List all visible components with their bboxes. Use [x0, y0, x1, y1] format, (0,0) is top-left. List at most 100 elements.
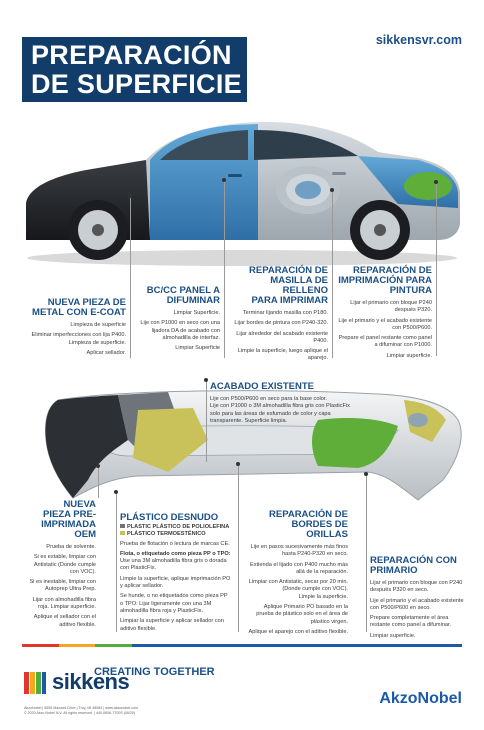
section-bccc-line-2: Lije con P1000 en seco con una lijadora … — [140, 320, 220, 341]
callout-line-oem — [98, 468, 99, 498]
section-bccc-title-2: DIFUMINAR — [166, 295, 220, 306]
website-link[interactable]: sikkensvr.com — [375, 33, 462, 47]
section-plastico-line-6: Limpiar la superficie y aplicar sellador… — [120, 618, 224, 632]
section-masilla-title-3: PARA IMPRIMAR — [251, 295, 328, 306]
section-ecoat-title-1: NUEVA PIEZA DE — [47, 297, 126, 308]
legend-swatch-grey — [120, 524, 125, 528]
section-primario-title-1: REPARACIÓN CON — [370, 555, 457, 566]
callout-line-imprimacion — [436, 184, 437, 356]
section-bccc-line-1: Limpiar Superficie. — [173, 310, 220, 316]
section-masilla-line-4: Limpie la superficie, luego aplique el a… — [237, 348, 328, 362]
section-oem-line-1: Prueba de solvente. — [46, 544, 96, 550]
callout-dot-oem — [96, 464, 100, 468]
section-acabado-title: ACABADO EXISTENTE — [210, 381, 314, 392]
callout-line-masilla — [332, 192, 333, 358]
color-stripe — [22, 644, 463, 647]
section-imprimacion-line-1: Lijar el primario con bloque P240 despué… — [350, 300, 432, 314]
callout-line-orillas — [238, 466, 239, 632]
section-imprimacion-title-2: IMPRIMACIÓN PARA — [338, 275, 432, 286]
callout-dot-bccc — [222, 178, 226, 182]
section-orillas-line-3: Limpiar con Antistatic, secar por 20 min… — [248, 579, 348, 593]
section-masilla: REPARACIÓN DE MASILLA DE RELLENO PARA IM… — [228, 266, 328, 363]
section-plastico-line-1: Prueba de flotación o lectura de marcas … — [120, 540, 230, 547]
car-illustration — [26, 121, 460, 266]
section-acabado: ACABADO EXISTENTE Lije con P500/P600 en … — [210, 382, 360, 425]
section-oem-line-2: Si es estable, limpiar con Antistatic (D… — [33, 554, 96, 575]
section-orillas-line-4: Limpie la superficie. — [298, 593, 348, 600]
title-line-1: PREPARACIÓN — [31, 40, 232, 70]
legend-poliolefina-label: PLASTIC PLÁSTICO DE POLIOLEFINA — [127, 524, 230, 530]
section-plastico-line-5: Se hunde, o no etiquetados como pieza PP… — [120, 593, 228, 614]
section-plastico-line-4: Limpie la superficie, aplique imprimació… — [120, 575, 231, 590]
section-ecoat-line-1: Limpieza de superficie — [70, 322, 126, 328]
callout-dot-plastico — [114, 490, 118, 494]
akzonobel-logo: AkzoNobel — [379, 690, 462, 707]
section-imprimacion-line-3: Prepare el panel restante como panel a d… — [338, 335, 432, 349]
legend-poliolefina: PLASTIC PLÁSTICO DE POLIOLEFINA — [120, 524, 232, 531]
callout-dot-imprimacion — [434, 180, 438, 184]
stripe-red — [22, 644, 59, 647]
sikkens-wordmark: sikkens — [52, 669, 130, 694]
section-orillas-line-2: Extienda el lijado con P400 mucho más al… — [250, 561, 348, 575]
section-masilla-line-2: Lijar bordes de pintura con P240-320. — [234, 320, 328, 327]
legend-termoestenico-label: PLÁSTICO TERMOESTÉNICO — [127, 531, 206, 538]
section-ecoat-line-3: Aplicar sellador. — [86, 349, 127, 356]
callout-dot-masilla — [330, 188, 334, 192]
legend-termoestenico: PLÁSTICO TERMOESTÉNICO — [120, 531, 232, 538]
section-primario-line-2: Lije el primario y el acabado existente … — [370, 597, 464, 611]
callout-line-primario — [366, 476, 367, 632]
section-bccc-title-1: BC/CC PANEL A — [146, 285, 220, 296]
callout-dot-orillas — [236, 462, 240, 466]
fineprint-2: © 2020 Akzo Nobel N.V. All rights reserv… — [24, 711, 136, 715]
stripe-orange — [58, 644, 96, 647]
tagline: CREATING TOGETHER — [94, 666, 215, 678]
section-orillas-line-1: Lije en pasos sucesivamente más finos ha… — [250, 544, 348, 558]
callout-line-ecoat — [130, 198, 131, 358]
section-orillas: REPARACIÓN DE BORDES DE ORILLAS Lije en … — [248, 510, 348, 636]
title-box: PREPARACIÓN DE SUPERFICIE — [22, 37, 247, 102]
callout-line-plastico — [116, 494, 117, 632]
title-line-2: DE SUPERFICIE — [31, 69, 242, 99]
section-primario-line-3: Prepare completamente el área restante c… — [370, 615, 452, 629]
sikkens-brand-icon — [24, 672, 46, 694]
section-masilla-title-1: REPARACIÓN DE — [249, 265, 328, 276]
callout-dot-acabado — [204, 378, 208, 382]
section-orillas-title-1: REPARACIÓN DE — [269, 509, 348, 520]
section-oem-title-3: IMPRIMADA — [41, 519, 96, 530]
section-imprimacion: REPARACIÓN DE IMPRIMACIÓN PARA PINTURA L… — [336, 266, 432, 360]
section-oem-title-1: NUEVA — [63, 499, 96, 510]
section-ecoat-line-2: Eliminar imperfecciones con lija P400. L… — [31, 332, 126, 346]
section-imprimacion-line-4: Limpiar superficie. — [386, 352, 432, 359]
section-oem-line-3: Si es inestable, limpiar con Autoprep Ul… — [29, 579, 96, 593]
section-primario-title-2: PRIMARIO — [370, 565, 418, 576]
section-masilla-title-2: MASILLA DE RELLENO — [270, 275, 328, 296]
section-oem-title-4: OEM — [74, 529, 96, 540]
section-oem-line-4: Lijar con almohadilla fibra roja. Limpia… — [32, 596, 96, 611]
section-plastico-line-3: Use una 3M almohadilla fibra gris o dora… — [120, 558, 227, 572]
bumper-illustration — [45, 390, 462, 501]
section-oem: NUEVA PIEZA PRE- IMPRIMADA OEM Prueba de… — [26, 500, 96, 629]
section-masilla-line-1: Terminar lijando masilla con P180. — [242, 310, 328, 316]
stripe-blue — [132, 644, 463, 647]
legend-swatch-yellow — [120, 531, 125, 536]
section-oem-title-2: PIEZA PRE- — [43, 509, 96, 520]
section-acabado-line-2: Lije con P1000 o 3M almohadilla fibra gr… — [210, 403, 350, 424]
section-ecoat-title-2: METAL CON E-COAT — [32, 307, 126, 318]
section-primario-line-1: Lijar el primario con bloque con P240 de… — [370, 580, 463, 594]
section-oem-line-5: Aplique el sellador con el aditivo flexi… — [33, 614, 96, 628]
section-orillas-line-5: Aplique Primario PO basado en la prueba … — [256, 604, 348, 625]
callout-line-bccc — [224, 182, 225, 358]
callout-line-acabado — [206, 382, 207, 462]
section-imprimacion-title-3: PINTURA — [389, 285, 432, 296]
section-ecoat: NUEVA PIEZA DE METAL CON E-COAT Limpieza… — [26, 298, 126, 357]
stripe-green — [95, 644, 133, 647]
section-plastico-title: PLÁSTICO DESNUDO — [120, 512, 219, 523]
fineprint-1: AkzoNobel | 5555 Maxwell Drive | Troy, M… — [24, 706, 138, 710]
section-orillas-title-2: BORDES DE ORILLAS — [291, 519, 348, 540]
section-plastico: PLÁSTICO DESNUDO PLASTIC PLÁSTICO DE POL… — [120, 513, 232, 633]
callout-dot-ecoat — [128, 194, 132, 198]
section-imprimacion-title-1: REPARACIÓN DE — [353, 265, 432, 276]
section-bccc-line-3: Limpiar Superficie — [175, 345, 220, 352]
section-imprimacion-line-2: Lije el primario y el acabado existente … — [338, 317, 432, 331]
section-bccc: BC/CC PANEL A DIFUMINAR Limpiar Superfic… — [134, 286, 220, 352]
